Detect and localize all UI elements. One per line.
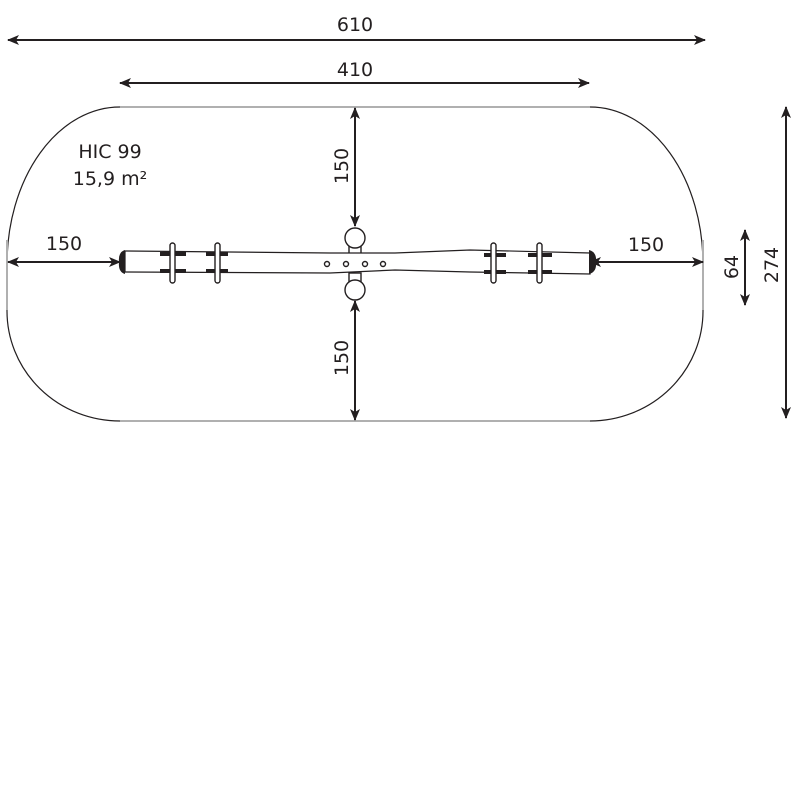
- bolt-hole: [379, 260, 387, 268]
- handle-left-inner: [214, 242, 221, 284]
- area-label: 15,9 m²: [73, 168, 147, 190]
- dimension-label: 64: [721, 255, 743, 279]
- dimension-label: 150: [628, 234, 664, 256]
- dimension-clearance-top: 150: [331, 107, 360, 227]
- dimension-label: 150: [46, 233, 82, 255]
- dimension-clearance-right: 150: [589, 234, 704, 267]
- pivot-ring-bottom: [344, 279, 366, 301]
- dimension-clearance-left: 150: [7, 233, 121, 267]
- bolt-hole: [361, 260, 369, 268]
- seesaw-equipment: [118, 227, 597, 301]
- outline-bottom-left-curve: [6, 309, 121, 422]
- handle-right-outer: [536, 242, 543, 284]
- hic-label: HIC 99: [78, 141, 141, 163]
- seesaw-beam: [124, 249, 591, 275]
- bolt-hole: [342, 260, 350, 268]
- handle-right-inner: [490, 242, 497, 284]
- bumper-right: [589, 250, 597, 274]
- pivot-ring-top: [344, 227, 366, 249]
- dimension-label: 150: [331, 340, 353, 376]
- dimension-equipment-width: 64: [721, 229, 750, 306]
- bumper-left: [118, 250, 125, 274]
- dimension-label: 410: [337, 59, 373, 81]
- handle-left-outer: [169, 242, 176, 284]
- outline-top-right-curve: [589, 106, 704, 265]
- dimension-clearance-bottom: 150: [331, 300, 360, 421]
- dimension-label: 274: [761, 247, 783, 283]
- dimension-label: 150: [331, 148, 353, 184]
- dimension-equipment-length: 410: [119, 59, 590, 88]
- dimension-label: 610: [337, 14, 373, 36]
- outline-bottom-right-curve: [589, 309, 704, 422]
- outline-top-left-curve: [6, 106, 121, 265]
- dimension-overall-width: 274: [761, 106, 791, 419]
- dimension-overall-length: 610: [7, 14, 706, 45]
- bolt-hole: [323, 260, 331, 268]
